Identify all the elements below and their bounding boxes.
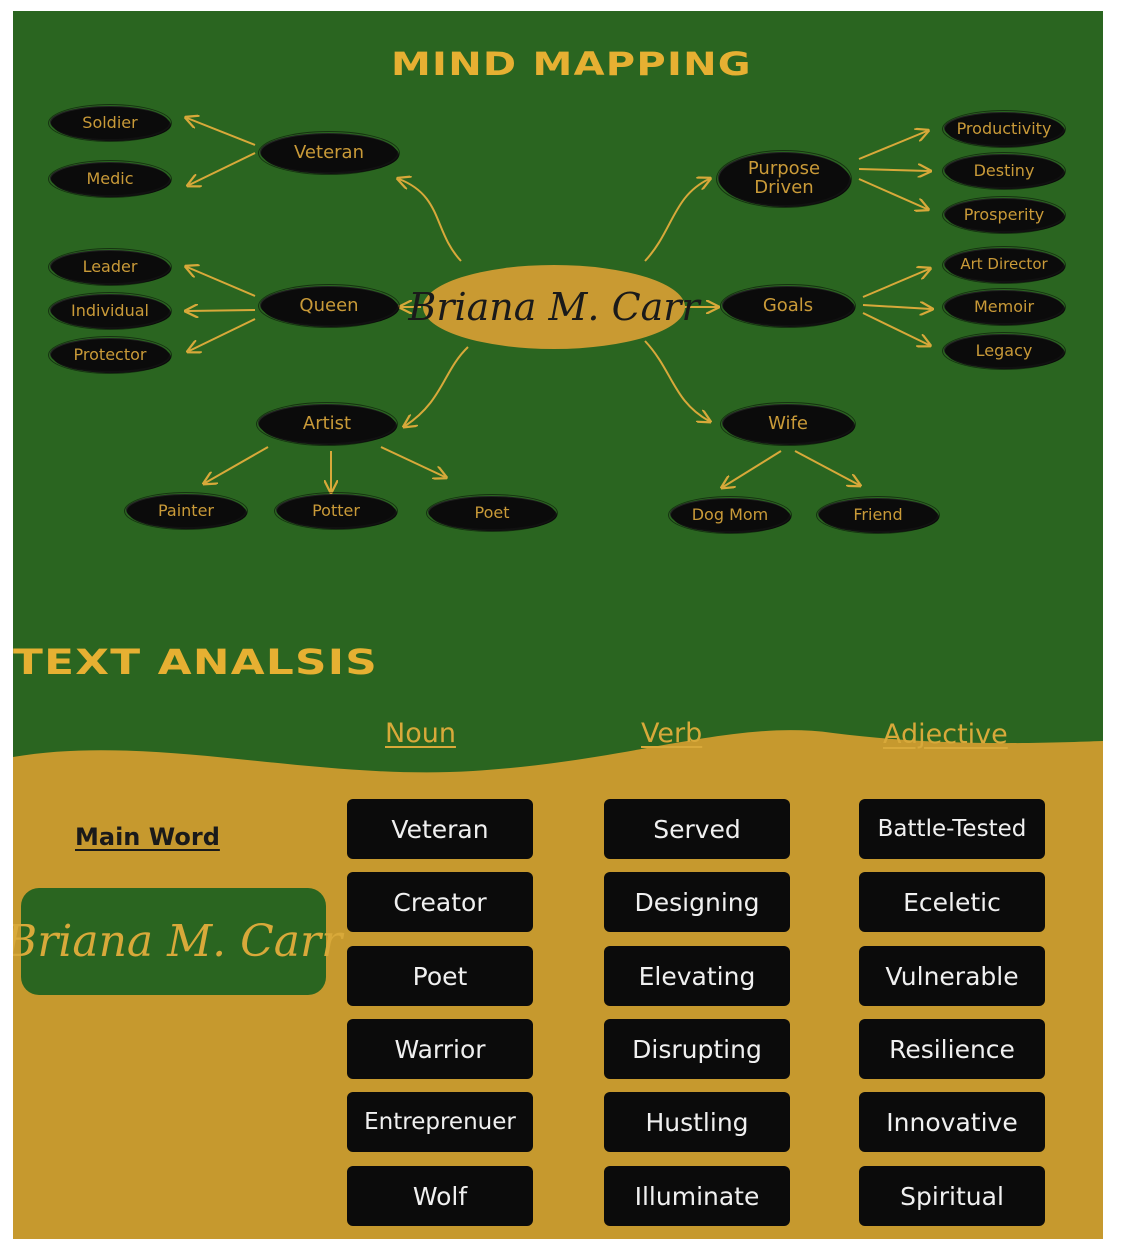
noun-cell: Warrior: [347, 1019, 533, 1079]
header-noun: Noun: [385, 718, 456, 749]
node-artist: Artist: [256, 402, 398, 446]
center-node: Briana M. Carr: [408, 265, 700, 349]
adjective-cell: Innovative: [859, 1092, 1045, 1152]
adjective-cell: Vulnerable: [859, 946, 1045, 1006]
verb-cell: Served: [604, 799, 790, 859]
noun-cell: Entreprenuer: [347, 1092, 533, 1152]
node-legacy: Legacy: [942, 332, 1066, 370]
main-word-label: Main Word: [75, 823, 220, 851]
node-purpose-line1: Purpose: [747, 158, 821, 180]
node-painter: Painter: [124, 492, 248, 530]
noun-cell: Veteran: [347, 799, 533, 859]
node-protector: Protector: [48, 336, 172, 374]
node-prosperity: Prosperity: [942, 196, 1066, 234]
node-veteran: Veteran: [258, 131, 400, 175]
mind-mapping-title: MIND MAPPING: [391, 45, 752, 83]
adjective-cell: Eceletic: [859, 872, 1045, 932]
adjective-cell: Resilience: [859, 1019, 1045, 1079]
header-verb: Verb: [641, 718, 703, 749]
node-goals: Goals: [720, 284, 856, 328]
text-analysis-title: TEXT ANALSIS: [13, 643, 379, 683]
node-art-director: Art Director: [942, 246, 1066, 284]
verb-cell: Hustling: [604, 1092, 790, 1152]
node-leader: Leader: [48, 248, 172, 286]
verb-cell: Illuminate: [604, 1166, 790, 1226]
verb-cell: Disrupting: [604, 1019, 790, 1079]
node-potter: Potter: [274, 492, 398, 530]
center-signature: Briana M. Carr: [408, 285, 700, 329]
node-poet: Poet: [426, 494, 558, 532]
node-individual: Individual: [48, 292, 172, 330]
node-friend: Friend: [816, 496, 940, 534]
noun-cell: Poet: [347, 946, 533, 1006]
node-medic: Medic: [48, 160, 172, 198]
node-purpose-line2: Driven: [754, 177, 814, 198]
node-purpose-driven: Purpose Driven: [716, 150, 852, 208]
node-destiny: Destiny: [942, 152, 1066, 190]
poster: MIND MAPPING Briana M. Carr Veteran Sold…: [13, 11, 1103, 1239]
node-productivity: Productivity: [942, 110, 1066, 148]
noun-cell: Wolf: [347, 1166, 533, 1226]
node-memoir: Memoir: [942, 288, 1066, 326]
adjective-cell: Spiritual: [859, 1166, 1045, 1226]
node-queen: Queen: [258, 284, 400, 328]
gold-wave-background: [13, 730, 1103, 1239]
verb-cell: Elevating: [604, 946, 790, 1006]
main-word-box: Briana M. Carr: [13, 888, 342, 995]
node-soldier: Soldier: [48, 104, 172, 142]
verb-cell: Designing: [604, 872, 790, 932]
node-wife: Wife: [720, 402, 856, 446]
noun-cell: Creator: [347, 872, 533, 932]
header-adjective: Adjective: [883, 719, 1008, 750]
adjective-cell: Battle-Tested: [859, 799, 1045, 859]
node-dog-mom: Dog Mom: [668, 496, 792, 534]
main-word-signature: Briana M. Carr: [13, 916, 343, 967]
